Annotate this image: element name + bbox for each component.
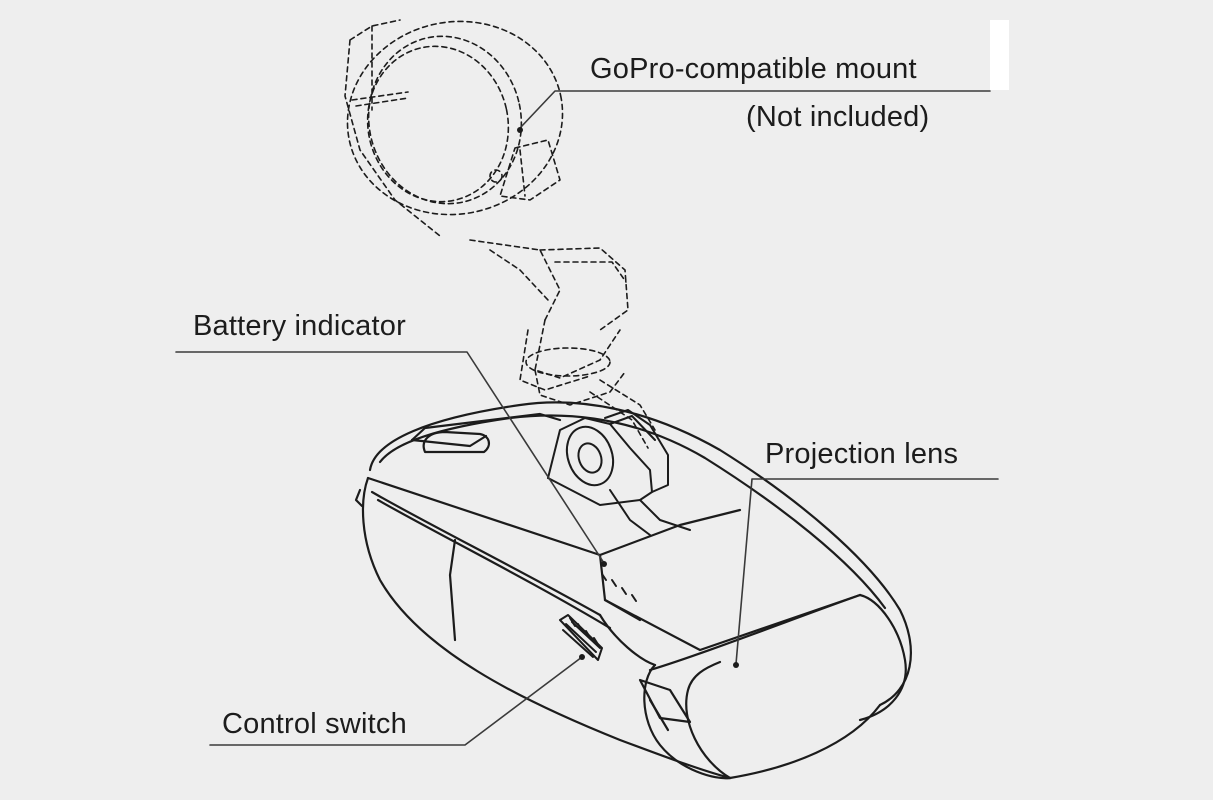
projection-lens-label: Projection lens [765,438,959,470]
battery-indicator-leds [601,573,637,602]
leader-end-dots [517,127,739,668]
leader-lines [175,90,999,746]
leader-switch [209,656,583,746]
leader-mount [519,90,991,129]
gopro-mount-outline [344,19,656,449]
white-edge-strip [990,20,1009,90]
control-switch-shape [559,614,603,661]
device-body [354,401,913,780]
mount-note-label: (Not included) [746,101,930,133]
mount-tab [547,409,691,536]
leader-lens [735,478,999,665]
control-switch-label: Control switch [222,708,407,740]
leader-battery [175,351,605,564]
mount-label: GoPro-compatible mount [590,53,917,85]
battery-indicator-label: Battery indicator [193,310,406,342]
